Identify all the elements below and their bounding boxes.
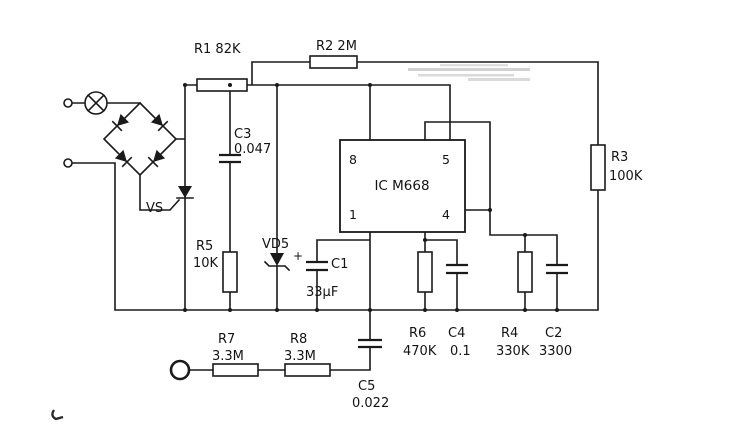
capacitor-c5-icon [358, 338, 382, 349]
corner-mark [51, 409, 64, 421]
label-r5-name: R5 [196, 239, 213, 254]
resistor-r7 [212, 363, 259, 377]
capacitor-c4-icon [446, 263, 468, 275]
label-r3-name: R3 [611, 150, 628, 165]
label-c5-name: C5 [358, 379, 375, 394]
label-c4-name: C4 [448, 326, 465, 341]
resistor-r2 [309, 55, 358, 69]
noise-streak [408, 68, 530, 71]
resistor-r3 [590, 144, 606, 191]
noise-streak [418, 74, 514, 77]
resistor-r1 [196, 78, 248, 92]
bridge-diode-icon [114, 149, 133, 168]
bridge-diode-icon [111, 113, 130, 132]
junction-dot [368, 83, 372, 87]
capacitor-c3-icon [219, 153, 241, 164]
label-c3-name: C3 [234, 127, 251, 142]
touch-electrode [169, 359, 191, 381]
ic-m668-body [339, 139, 466, 233]
label-r8-value: 3.3M [284, 349, 316, 364]
junction-dot [455, 308, 459, 312]
label-pin1: 1 [349, 207, 357, 222]
junction-dot [368, 308, 372, 312]
label-r4-value: 330K [496, 344, 530, 359]
junction-dot [183, 308, 187, 312]
bridge-rectifier [102, 101, 178, 177]
label-r1: R1 82K [194, 42, 241, 57]
label-c1-plus: + [293, 249, 303, 263]
wire-segments [71, 61, 599, 371]
label-pin5: 5 [442, 152, 450, 167]
junction-dot [275, 83, 279, 87]
lamp-icon [84, 91, 108, 115]
resistor-r5 [222, 251, 238, 293]
label-r2: R2 2M [316, 39, 357, 54]
junction-dot [423, 238, 427, 242]
resistor-r6 [417, 251, 433, 293]
capacitor-c1-icon [306, 260, 328, 272]
label-c3-value: 0.047 [234, 142, 271, 157]
label-pin8: 8 [349, 152, 357, 167]
label-c1-name: C1 [331, 257, 348, 272]
zener-vd5-icon [263, 253, 291, 272]
label-ic: IC M668 [374, 178, 429, 194]
capacitor-c2-icon [546, 263, 568, 275]
bridge-diamond [102, 101, 178, 177]
label-c5-value: 0.022 [352, 396, 389, 411]
noise-streak [440, 64, 508, 67]
label-c2-value: 3300 [539, 344, 572, 359]
label-r7-name: R7 [218, 332, 235, 347]
junction-dot [555, 308, 559, 312]
junction-dot [315, 308, 319, 312]
junction-dot [183, 83, 187, 87]
watermark-noise [408, 64, 530, 81]
noise-streak [468, 78, 530, 81]
junction-dots [183, 83, 559, 312]
lamp-cross [87, 94, 105, 112]
label-r4-name: R4 [501, 326, 518, 341]
resistor-r4 [517, 251, 533, 293]
label-c1-value: 33µF [306, 285, 338, 300]
label-r8-name: R8 [290, 332, 307, 347]
label-r5-value: 10K [193, 256, 219, 271]
label-c2-name: C2 [545, 326, 562, 341]
input-terminal-top [63, 98, 73, 108]
label-r7-value: 3.3M [212, 349, 244, 364]
junction-dot [488, 208, 492, 212]
label-vd5: VD5 [262, 237, 289, 252]
label-r3-value: 100K [609, 169, 643, 184]
label-r6-name: R6 [409, 326, 426, 341]
input-terminal-bottom [63, 158, 73, 168]
thyristor-vs-icon [176, 186, 194, 199]
junction-dot [523, 308, 527, 312]
bridge-diode-icon [147, 149, 166, 168]
label-c4-value: 0.1 [450, 344, 471, 359]
junction-dot [228, 83, 232, 87]
junction-dot [275, 308, 279, 312]
label-vs: VS [146, 201, 163, 216]
junction-dot [523, 233, 527, 237]
label-r6-value: 470K [403, 344, 437, 359]
junction-dot [228, 308, 232, 312]
label-pin4: 4 [442, 207, 450, 222]
junction-dot [423, 308, 427, 312]
resistor-r8 [284, 363, 331, 377]
bridge-diode-icon [150, 113, 169, 132]
